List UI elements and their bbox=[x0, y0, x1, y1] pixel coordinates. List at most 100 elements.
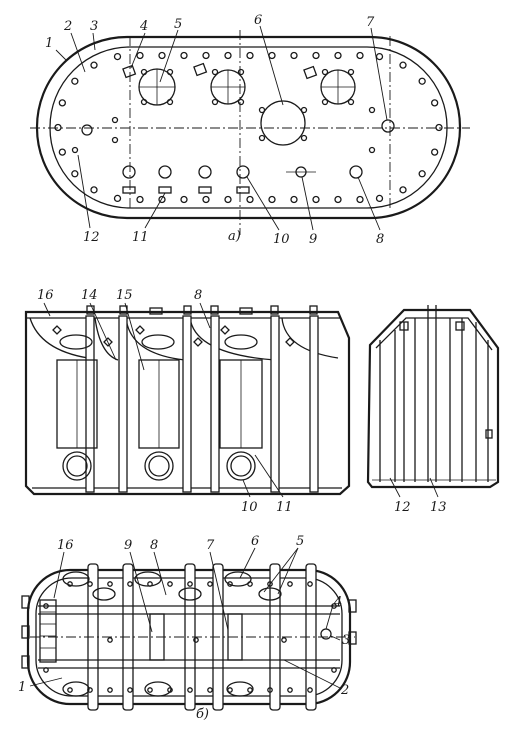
bolt-hole bbox=[368, 106, 376, 114]
view-b-plan bbox=[21, 547, 357, 711]
callout-side-15: 15 bbox=[116, 288, 133, 303]
bolt-hole bbox=[334, 195, 342, 204]
bolt-hole bbox=[267, 581, 273, 587]
callout-a-12: 12 bbox=[83, 230, 100, 245]
bolt-hole bbox=[113, 194, 122, 203]
bolt-hole bbox=[331, 667, 337, 673]
bolt-hole bbox=[166, 68, 174, 76]
bolt-hole bbox=[247, 687, 253, 693]
bolt-hole bbox=[71, 77, 79, 85]
callout-b-8: 8 bbox=[150, 538, 158, 553]
bolt-hole bbox=[435, 123, 443, 132]
end-elevation-view bbox=[366, 305, 500, 498]
bolt-hole bbox=[356, 195, 364, 204]
bolt-hole bbox=[418, 77, 426, 85]
bolt-hole bbox=[227, 687, 233, 693]
bolt-hole bbox=[107, 687, 113, 693]
bolt-hole bbox=[211, 68, 219, 76]
bolt-hole bbox=[237, 68, 245, 76]
callout-a-8: 8 bbox=[376, 232, 384, 247]
bolt-hole bbox=[399, 186, 407, 194]
bolt-hole bbox=[71, 170, 79, 178]
bolt-hole bbox=[347, 68, 355, 76]
bolt-hole bbox=[90, 186, 98, 194]
callout-b-16: 16 bbox=[57, 538, 74, 553]
view-a-top-plate bbox=[30, 25, 470, 235]
bolt-hole bbox=[258, 134, 266, 142]
bolt-hole bbox=[111, 136, 119, 144]
bolt-hole bbox=[136, 195, 144, 204]
bolt-hole bbox=[247, 581, 253, 587]
callout-b-1: 1 bbox=[18, 680, 26, 695]
callout-b-3: 3 bbox=[342, 633, 350, 648]
bolt-hole bbox=[167, 687, 173, 693]
bolt-hole bbox=[268, 195, 276, 204]
fitting-mark bbox=[220, 325, 230, 335]
callout-side-14: 14 bbox=[81, 288, 98, 303]
bolt-hole bbox=[202, 195, 210, 204]
callout-side-11: 11 bbox=[276, 500, 293, 515]
callout-a-7: 7 bbox=[366, 15, 375, 30]
bolt-hole bbox=[58, 148, 66, 156]
bolt-hole bbox=[166, 98, 174, 106]
bolt-hole bbox=[107, 637, 113, 643]
bolt-hole bbox=[246, 195, 254, 204]
side-elevation-view bbox=[24, 302, 351, 498]
bolt-hole bbox=[290, 51, 298, 60]
bolt-hole bbox=[207, 581, 213, 587]
bolt-hole bbox=[167, 581, 173, 587]
callout-side-10: 10 bbox=[241, 500, 258, 515]
bolt-hole bbox=[268, 51, 276, 60]
caption-b: б) bbox=[196, 707, 209, 722]
callout-end-12: 12 bbox=[394, 500, 411, 515]
bolt-hole bbox=[67, 687, 73, 693]
bolt-hole bbox=[224, 195, 232, 204]
bolt-hole bbox=[347, 98, 355, 106]
callout-b-4: 4 bbox=[333, 595, 342, 610]
bolt-hole bbox=[224, 51, 232, 60]
callout-a-4: 4 bbox=[139, 19, 148, 34]
bolt-hole bbox=[307, 687, 313, 693]
callout-a-11: 11 bbox=[132, 230, 149, 245]
bolt-hole bbox=[67, 581, 73, 587]
bolt-hole bbox=[300, 134, 308, 142]
bolt-hole bbox=[227, 581, 233, 587]
bolt-hole bbox=[113, 52, 122, 61]
fitting-mark bbox=[135, 325, 145, 335]
bolt-hole bbox=[334, 51, 342, 60]
bolt-hole bbox=[90, 61, 98, 69]
callout-b-2: 2 bbox=[340, 683, 349, 698]
bolt-hole bbox=[356, 51, 364, 60]
caption-a: а) bbox=[228, 229, 241, 244]
bolt-hole bbox=[321, 68, 329, 76]
bolt-hole bbox=[158, 51, 166, 60]
bolt-hole bbox=[180, 51, 188, 60]
callout-b-5: 5 bbox=[296, 534, 304, 549]
bolt-hole bbox=[287, 687, 293, 693]
bolt-hole bbox=[111, 116, 119, 124]
bolt-hole bbox=[287, 581, 293, 587]
bolt-hole bbox=[368, 146, 376, 154]
bolt-hole bbox=[87, 581, 93, 587]
bolt-hole bbox=[193, 637, 199, 643]
bolt-hole bbox=[187, 581, 193, 587]
bolt-hole bbox=[58, 99, 66, 107]
bolt-hole bbox=[202, 51, 210, 60]
callout-b-9: 9 bbox=[124, 538, 132, 553]
callout-a-6: 6 bbox=[254, 13, 262, 28]
bolt-hole bbox=[281, 637, 287, 643]
callout-end-13: 13 bbox=[430, 500, 447, 515]
bolt-hole bbox=[375, 52, 384, 61]
callout-side-8: 8 bbox=[194, 288, 202, 303]
bolt-hole bbox=[187, 687, 193, 693]
bolt-hole bbox=[399, 61, 407, 69]
bolt-hole bbox=[140, 68, 148, 76]
bolt-hole bbox=[71, 146, 79, 154]
bolt-hole bbox=[246, 51, 254, 60]
bolt-hole bbox=[147, 581, 153, 587]
fitting-mark bbox=[193, 337, 203, 347]
bolt-hole bbox=[418, 170, 426, 178]
callout-a-3: 3 bbox=[90, 19, 98, 34]
callout-b-7: 7 bbox=[206, 538, 215, 553]
